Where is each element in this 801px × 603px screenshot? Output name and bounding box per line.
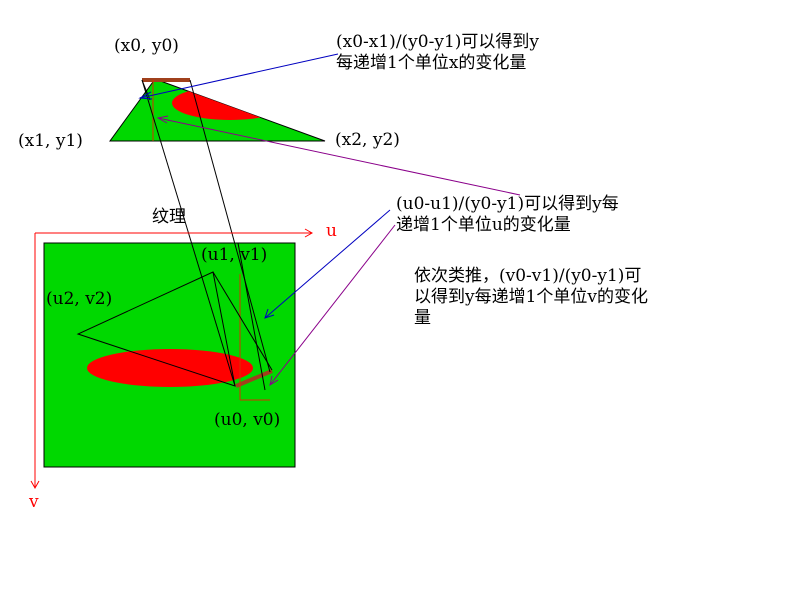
u-axis-arrowhead <box>304 228 314 238</box>
texture-triangle <box>76 271 236 387</box>
arrow-x-note <box>139 53 339 99</box>
note-u-line-2: 递增1个单位u的变化量 <box>396 215 571 235</box>
label-u2-v2: (u2, v2) <box>46 289 113 309</box>
label-x0-y0: (x0, y0) <box>114 36 179 56</box>
arrow-v-note-head <box>269 375 279 387</box>
arrow-v-note <box>269 224 396 386</box>
texture-scanline-bar <box>235 369 273 388</box>
arrow-u-note-head <box>264 308 275 319</box>
label-u1-v1: (u1, v1) <box>201 245 268 265</box>
note-x-line-2: 每递增1个单位x的变化量 <box>336 53 527 73</box>
note-x-increment: (x0-x1)/(y0-y1)可以得到y 每递增1个单位x的变化量 <box>336 32 539 74</box>
texture-edge-guide-a <box>212 271 273 371</box>
texture-edge-guide-b <box>237 242 266 391</box>
note-x-line-1: (x0-x1)/(y0-y1)可以得到y <box>336 32 539 52</box>
note-v-line-3: 量 <box>414 308 431 328</box>
label-x2-y2: (x2, y2) <box>335 130 400 150</box>
v-axis-arrowhead <box>30 480 40 490</box>
label-v-axis: v <box>29 492 39 512</box>
label-x1-y1: (x1, y1) <box>18 131 83 151</box>
arrow-x-note-head <box>138 91 153 100</box>
note-v-line-1: 依次类推，(v0-v1)/(y0-y1)可 <box>414 266 642 286</box>
label-u-axis: u <box>326 221 337 241</box>
note-v-increment: 依次类推，(v0-v1)/(y0-y1)可 以得到y每递增1个单位v的变化 量 <box>414 266 648 329</box>
arrow-u-note <box>264 209 391 319</box>
label-u0-v0: (u0, v0) <box>214 410 281 430</box>
arrow-triangle-edge-head <box>156 115 169 124</box>
texture-red-ellipse <box>87 349 253 387</box>
note-u-line-1: (u0-u1)/(y0-y1)可以得到y每 <box>396 194 619 214</box>
note-u-increment: (u0-u1)/(y0-y1)可以得到y每 递增1个单位u的变化量 <box>396 194 619 236</box>
mapping-line-2 <box>189 79 271 373</box>
label-texture: 纹理 <box>152 207 186 227</box>
note-v-line-2: 以得到y每递增1个单位v的变化 <box>414 287 649 307</box>
arrow-triangle-edge <box>157 117 521 196</box>
